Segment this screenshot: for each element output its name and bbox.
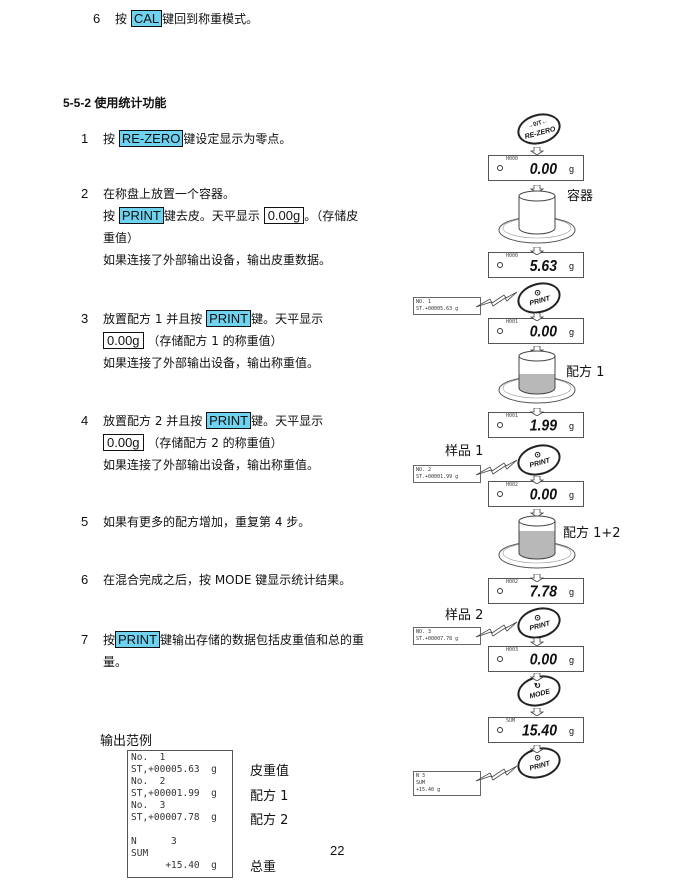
- data-transmit-icon: [474, 621, 519, 641]
- label-recipe-2: 配方 2: [250, 813, 289, 828]
- down-arrow-icon: [529, 144, 545, 156]
- data-transmit-icon: [474, 765, 519, 785]
- stable-indicator-icon: [497, 422, 503, 428]
- down-arrow-icon: [529, 506, 545, 518]
- print-key: PRINT: [206, 310, 252, 327]
- print-key: PRINT: [206, 412, 252, 429]
- page-number: 22: [330, 843, 345, 858]
- section-heading: 5-5-2 使用统计功能: [63, 96, 167, 110]
- data-transmit-icon: [474, 291, 519, 311]
- weighing-pan-recipe-1-2: [497, 513, 577, 571]
- weighing-pan-container: [497, 188, 577, 246]
- down-arrow-icon: [529, 310, 545, 322]
- caption-container: 容器: [567, 189, 594, 204]
- down-arrow-icon: [529, 571, 545, 583]
- output-example-printout: No. 1 ST,+00005.63 g No. 2 ST,+00001.99 …: [127, 750, 233, 878]
- stable-indicator-icon: [497, 328, 503, 334]
- caption-recipe-1-2: 配方 1+2: [563, 526, 621, 541]
- label-total: 总重: [250, 860, 277, 875]
- print-key: PRINT: [118, 207, 164, 224]
- weighing-pan-recipe-1: [497, 348, 577, 406]
- down-arrow-icon: [529, 742, 545, 754]
- caption-sample-1: 样品 1: [445, 444, 484, 459]
- print-key: PRINT: [115, 631, 161, 648]
- down-arrow-icon: [529, 670, 545, 682]
- down-arrow-icon: [529, 244, 545, 256]
- stable-indicator-icon: [497, 165, 503, 171]
- data-transmit-icon: [474, 459, 519, 479]
- stable-indicator-icon: [497, 588, 503, 594]
- caption-sample-2: 样品 2: [445, 608, 484, 623]
- cal-key: CAL: [130, 10, 163, 27]
- down-arrow-icon: [529, 635, 545, 647]
- down-arrow-icon: [529, 473, 545, 485]
- rezero-key: RE-ZERO: [118, 130, 184, 147]
- output-example-title: 输出范例: [100, 734, 153, 749]
- stable-indicator-icon: [497, 727, 503, 733]
- label-tare: 皮重值: [250, 764, 290, 779]
- down-arrow-icon: [529, 705, 545, 717]
- caption-recipe-1: 配方 1: [566, 365, 605, 380]
- down-arrow-icon: [529, 405, 545, 417]
- stable-indicator-icon: [497, 491, 503, 497]
- stable-indicator-icon: [497, 262, 503, 268]
- stable-indicator-icon: [497, 656, 503, 662]
- label-recipe-1: 配方 1: [250, 789, 289, 804]
